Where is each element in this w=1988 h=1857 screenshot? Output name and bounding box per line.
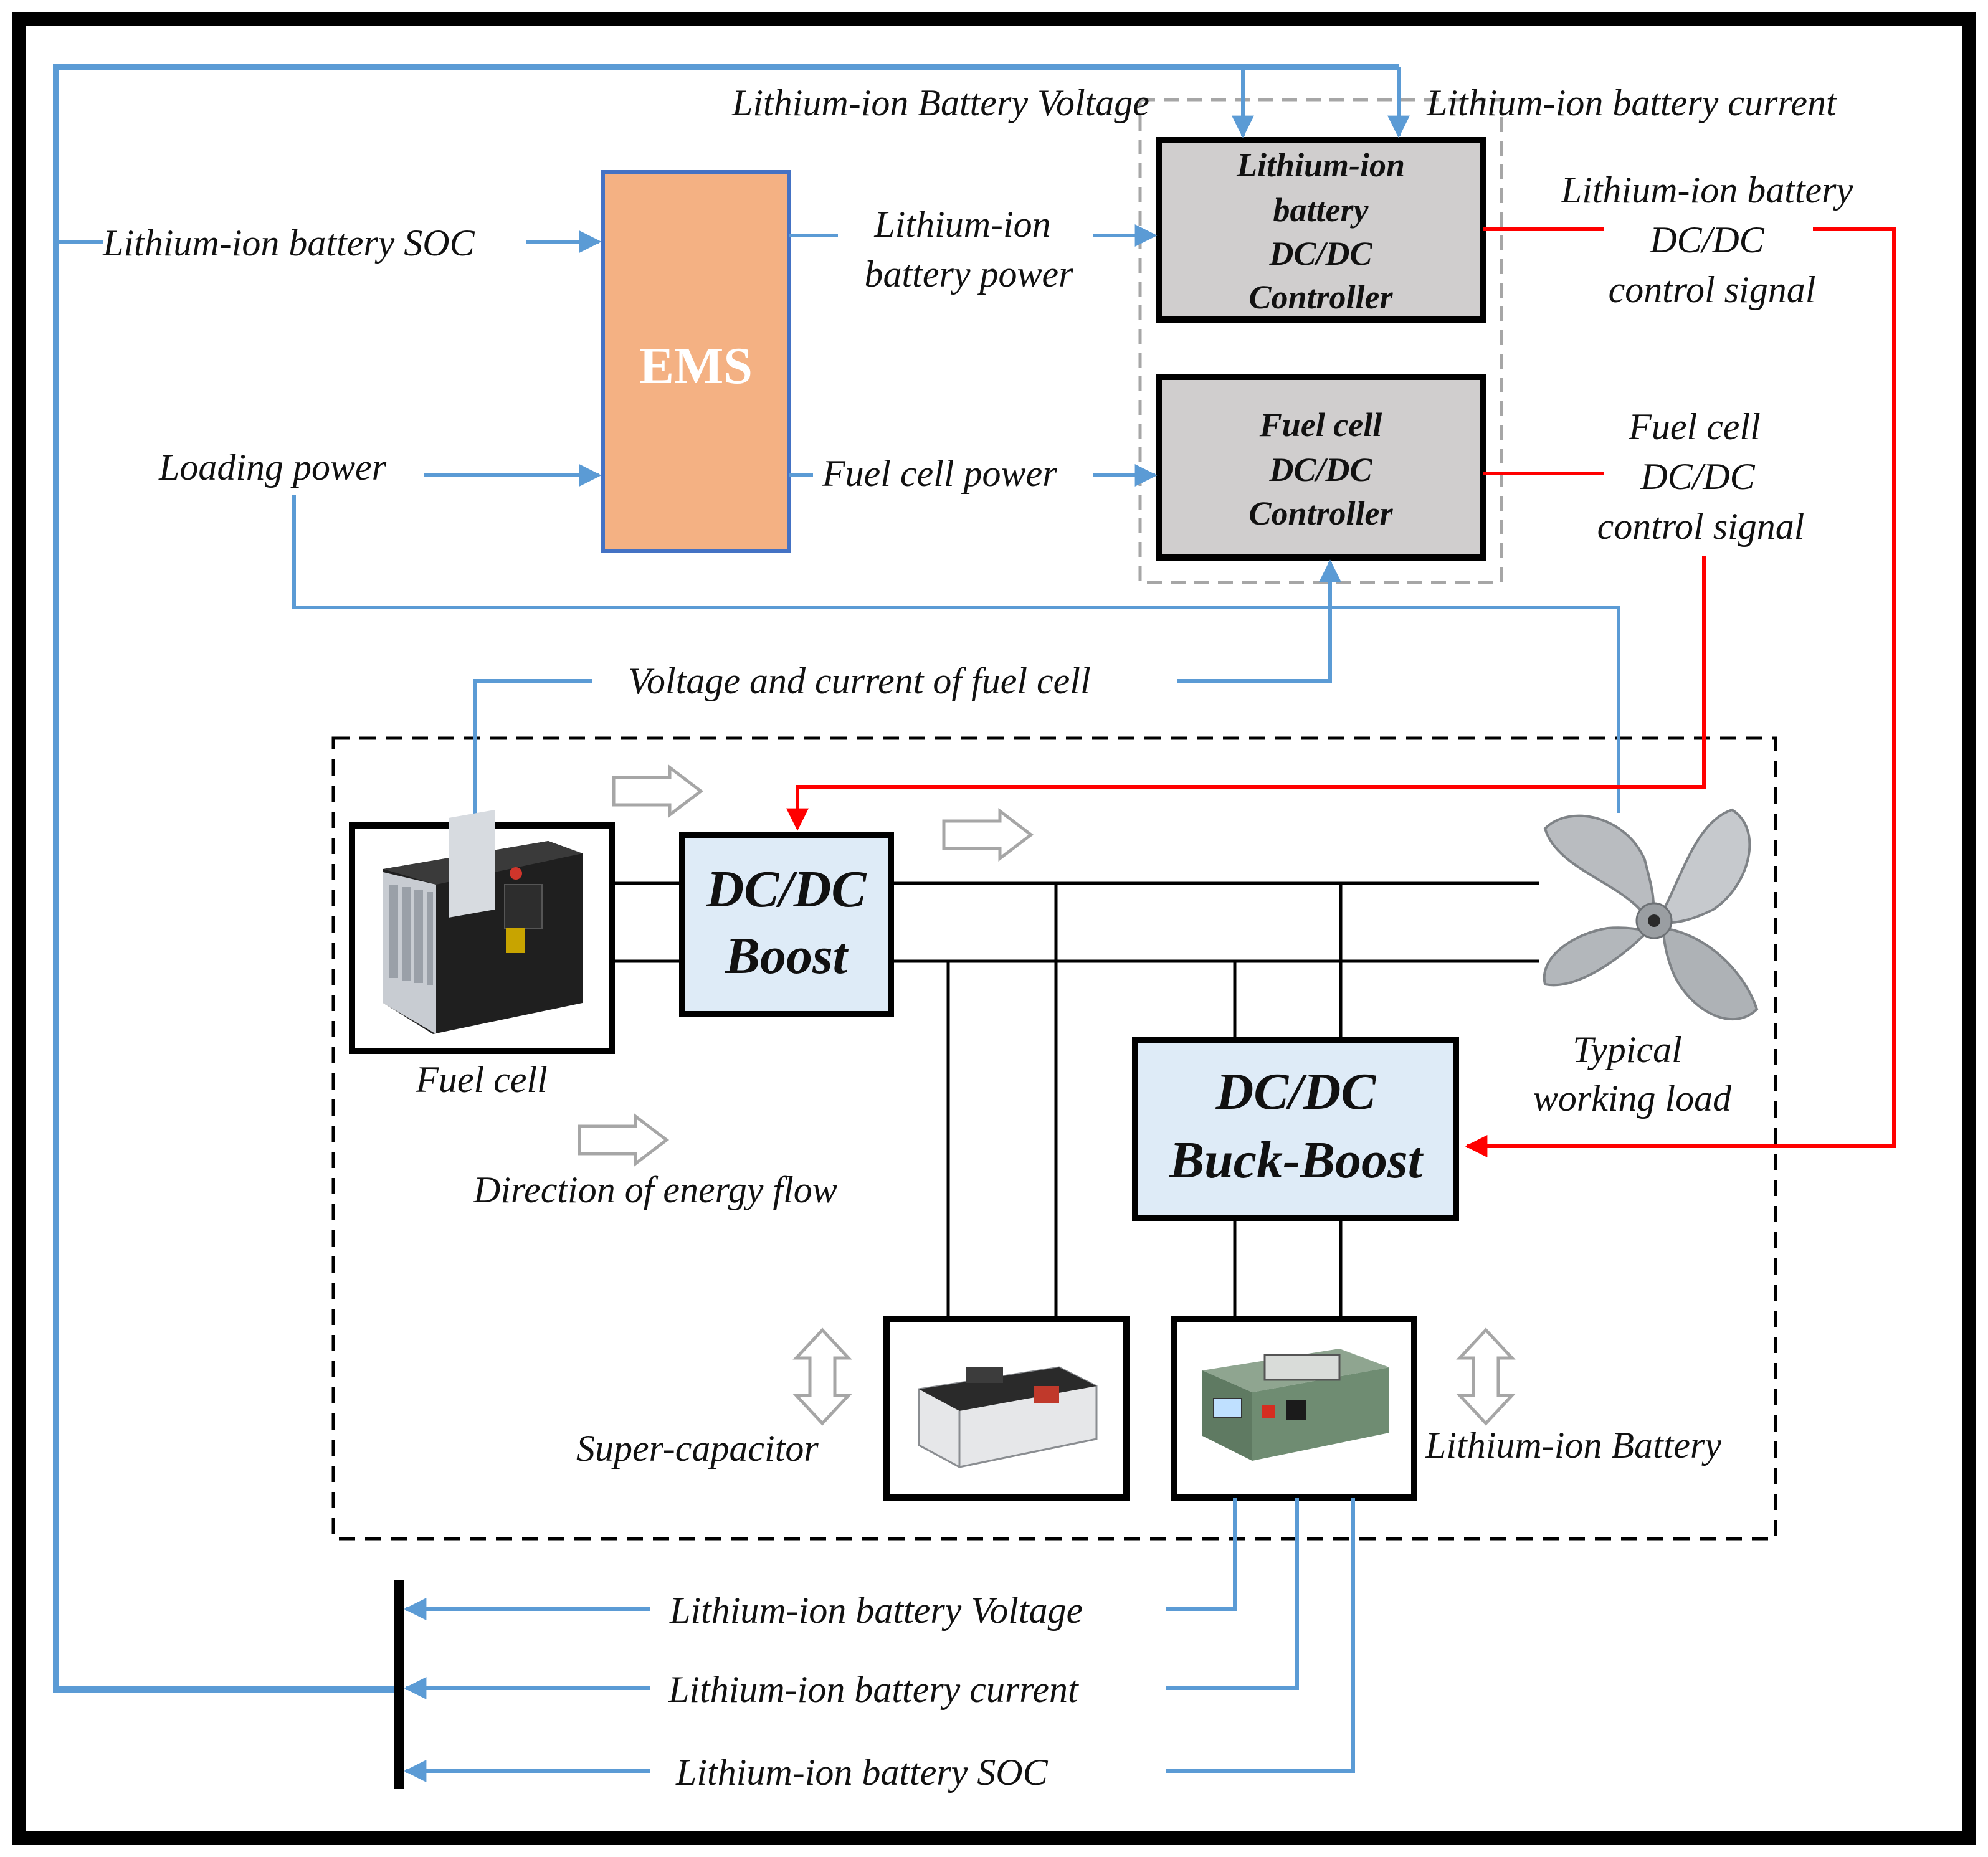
lithium-battery-label: Lithium-ion Battery <box>1425 1425 1721 1466</box>
battery-controller-line-4: Controller <box>1248 278 1393 316</box>
fuel-cell-control-label-3: control signal <box>1597 506 1805 547</box>
battery-control-label-2: DC/DC <box>1649 219 1764 260</box>
fuel-cell-label: Fuel cell <box>415 1059 548 1100</box>
buck-boost-converter-block <box>1132 1037 1459 1221</box>
feedback-voltage-label: Lithium-ion battery Voltage <box>669 1590 1083 1631</box>
outer-frame <box>12 12 1976 1845</box>
soc-feedback-loop <box>53 64 1399 1693</box>
super-capacitor-image <box>883 1316 1130 1501</box>
battery-control-to-buck-boost <box>1465 227 1896 1157</box>
ems-block <box>601 170 791 553</box>
feedback-soc-label: Lithium-ion battery SOC <box>675 1752 1049 1793</box>
battery-controller-line-2: battery <box>1273 191 1369 229</box>
controller-group-border <box>1138 98 1503 584</box>
battery-power-label-2: battery power <box>865 254 1074 295</box>
boost-line-2: Boost <box>725 927 849 985</box>
typical-load-label-2: working load <box>1533 1078 1732 1119</box>
fuel-cell-control-label-2: DC/DC <box>1640 456 1755 497</box>
fuel-cell-control-to-boost <box>786 556 1706 831</box>
feedback-current-label: Lithium-ion battery current <box>668 1669 1079 1710</box>
fuel-cell-control-label-1: Fuel cell <box>1628 406 1761 447</box>
battery-power-label-1: Lithium-ion <box>873 204 1050 245</box>
battery-bidirectional-arrow <box>1456 1327 1516 1426</box>
battery-controller-line-3: DC/DC <box>1268 235 1372 272</box>
battery-control-label-3: control signal <box>1609 269 1816 310</box>
fuel-cell-power-label: Fuel cell power <box>822 453 1057 494</box>
fuel-cell-controller-block <box>1156 374 1486 561</box>
super-capacitor-label: Super-capacitor <box>576 1428 819 1469</box>
supercap-bidirectional-arrow <box>792 1327 852 1426</box>
battery-current-top-label: Lithium-ion battery current <box>1426 82 1837 123</box>
propeller-image <box>1543 808 1759 1021</box>
power-system-border <box>331 736 1777 1541</box>
fuel-cell-controller-line-2: DC/DC <box>1268 451 1372 488</box>
fuel-cell-controller-line-1: Fuel cell <box>1259 406 1382 444</box>
buck-boost-line-2: Buck-Boost <box>1169 1131 1424 1189</box>
battery-soc-left-label: Lithium-ion battery SOC <box>102 222 475 264</box>
boost-converter-block <box>679 832 894 1017</box>
flow-arrow-1 <box>612 764 704 819</box>
voltage-feedback-line <box>1166 1498 1237 1611</box>
ems-label: EMS <box>639 337 753 395</box>
current-feedback-line <box>1166 1498 1299 1690</box>
buck-boost-line-1: DC/DC <box>1215 1063 1377 1121</box>
lithium-battery-image <box>1171 1316 1417 1501</box>
loading-power-label: Loading power <box>158 447 387 488</box>
fuel-cell-controller-line-3: Controller <box>1248 495 1393 532</box>
load-power-feedback <box>292 495 1620 813</box>
energy-flow-label: Direction of energy flow <box>473 1169 837 1210</box>
soc-feedback-line <box>1166 1498 1355 1773</box>
flow-arrow-2 <box>942 807 1034 862</box>
fuel-cell-vi-label: Voltage and current of fuel cell <box>628 660 1091 701</box>
battery-controller-line-1: Lithium-ion <box>1236 146 1405 184</box>
typical-load-label-1: Typical <box>1572 1029 1682 1070</box>
battery-voltage-top-label: Lithium-ion Battery Voltage <box>731 82 1149 123</box>
boost-line-1: DC/DC <box>706 860 867 918</box>
battery-controller-block <box>1156 137 1486 323</box>
battery-control-label-1: Lithium-ion battery <box>1561 169 1853 211</box>
fuel-cell-vi-right <box>1177 559 1341 683</box>
fuel-cell-vi-left <box>473 679 592 825</box>
fuel-cell-image <box>349 809 615 1054</box>
flow-arrow-legend <box>578 1113 670 1167</box>
